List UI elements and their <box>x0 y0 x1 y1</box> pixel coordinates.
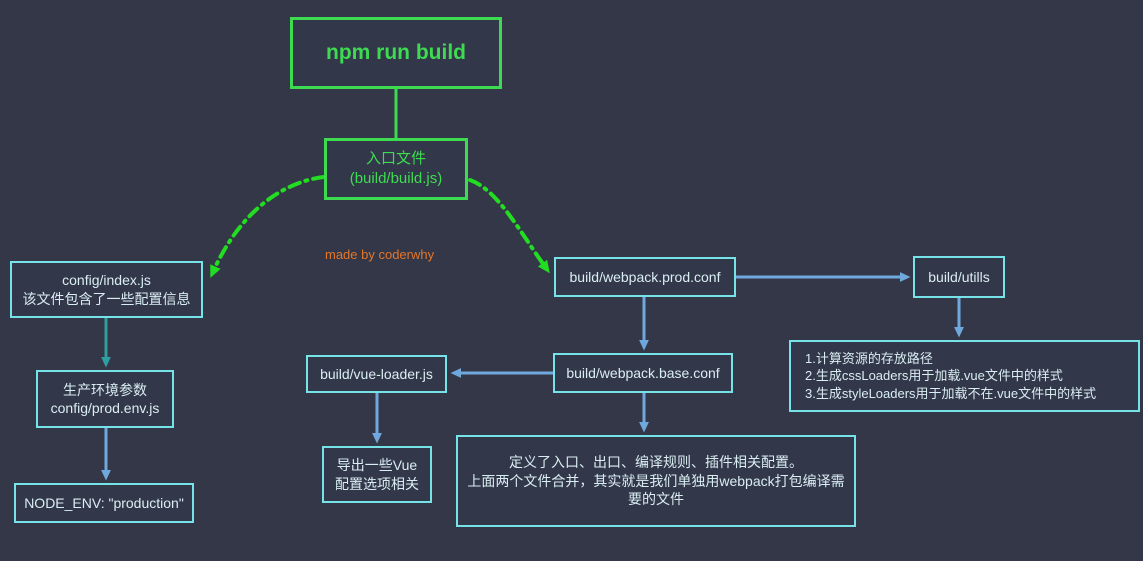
node-build-utills[interactable]: build/utills <box>913 256 1005 298</box>
node-webpack-base-conf[interactable]: build/webpack.base.conf <box>553 353 733 393</box>
node-vue-loader-label: build/vue-loader.js <box>320 365 433 382</box>
watermark-made-by: made by coderwhy <box>325 247 435 262</box>
node-entry-file-label: 入口文件 (build/build.js) <box>349 150 443 187</box>
node-webpack-prod-conf-label: build/webpack.prod.conf <box>569 268 721 285</box>
node-vue-loader-description[interactable]: 导出一些Vue 配置选项相关 <box>322 446 432 503</box>
edge-entry-to-prod-conf <box>468 178 550 274</box>
node-webpack-base-conf-label: build/webpack.base.conf <box>566 364 720 381</box>
node-utills-description[interactable]: 1.计算资源的存放路径 2.生成cssLoaders用于加载.vue文件中的样式… <box>789 340 1140 412</box>
node-utills-description-label: 1.计算资源的存放路径 2.生成cssLoaders用于加载.vue文件中的样式… <box>805 351 1097 401</box>
node-config-index-label: config/index.js 该文件包含了一些配置信息 <box>22 272 191 307</box>
node-base-conf-description-label: 定义了入口、出口、编译规则、插件相关配置。 上面两个文件合并，其实就是我们单独用… <box>467 454 845 508</box>
node-base-conf-description[interactable]: 定义了入口、出口、编译规则、插件相关配置。 上面两个文件合并，其实就是我们单独用… <box>456 435 856 527</box>
node-node-env-value[interactable]: NODE_ENV: "production" <box>14 483 194 523</box>
node-npm-run-build-label: npm run build <box>326 41 466 65</box>
node-config-index[interactable]: config/index.js 该文件包含了一些配置信息 <box>10 261 203 318</box>
node-prod-env[interactable]: 生产环境参数 config/prod.env.js <box>36 370 174 428</box>
node-vue-loader[interactable]: build/vue-loader.js <box>306 355 447 393</box>
node-vue-loader-description-label: 导出一些Vue 配置选项相关 <box>335 457 419 492</box>
node-webpack-prod-conf[interactable]: build/webpack.prod.conf <box>554 257 736 297</box>
node-entry-file[interactable]: 入口文件 (build/build.js) <box>324 138 468 200</box>
node-prod-env-label: 生产环境参数 config/prod.env.js <box>50 381 160 416</box>
edge-entry-to-config-index <box>210 175 326 278</box>
node-node-env-value-label: NODE_ENV: "production" <box>24 494 184 511</box>
node-build-utills-label: build/utills <box>928 268 990 285</box>
node-npm-run-build[interactable]: npm run build <box>290 17 502 89</box>
